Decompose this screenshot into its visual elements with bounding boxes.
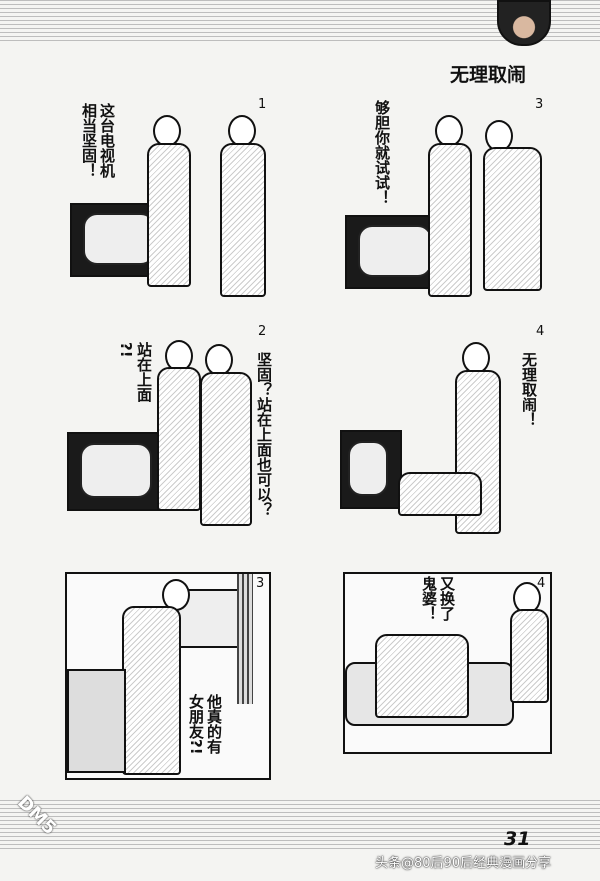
comic-panel-4: 4 无理取闹！ xyxy=(340,322,555,537)
comic-panel-4-bottom: 4 又换了 鬼婆！ xyxy=(343,572,552,754)
man-body xyxy=(147,143,191,287)
man-illustration xyxy=(153,115,181,147)
panel-number: 2 xyxy=(258,324,267,339)
speech-text: 这台电视机 相当坚固！ xyxy=(80,103,116,178)
panel-number: 3 xyxy=(535,97,544,112)
page-title: 无理取闹 xyxy=(450,64,527,86)
speech-text: 又换了 鬼婆！ xyxy=(420,576,456,621)
curtain-illustration xyxy=(237,574,253,704)
man-illustration xyxy=(435,115,463,147)
girl-illustration xyxy=(513,582,541,614)
girl-body xyxy=(510,609,549,703)
old-man-illustration xyxy=(228,115,256,147)
old-man-body xyxy=(220,143,266,297)
speech-text: 够胆你就试试！ xyxy=(373,100,391,205)
speech-text: 他真的有 女朋友?! xyxy=(187,694,223,755)
speech-text-right: 坚固？站在上面也可以？ xyxy=(255,352,273,517)
old-man-body xyxy=(200,372,252,526)
character-avatar xyxy=(497,0,551,46)
father-body xyxy=(122,606,181,775)
man-illustration xyxy=(165,340,193,372)
comic-panel-3-top: 3 够胆你就试试！ xyxy=(343,95,553,310)
father-illustration xyxy=(162,579,190,611)
fallen-old-man xyxy=(398,472,482,516)
speech-text: 无理取闹！ xyxy=(520,352,538,427)
panel-number: 1 xyxy=(258,97,267,112)
man-body xyxy=(157,367,201,511)
page-number: 31 xyxy=(504,828,531,850)
cabinet-illustration xyxy=(67,669,126,773)
footer-stripes xyxy=(0,800,600,850)
speech-text-left: 站在上面 ?! xyxy=(117,342,153,402)
man-body xyxy=(428,143,472,297)
watermark: 头条@80后90后经典漫画分享 xyxy=(375,856,552,871)
panel-number: 3 xyxy=(256,576,265,591)
couple-illustration xyxy=(375,634,469,718)
old-man-body xyxy=(483,147,542,291)
comic-panel-2: 2 站在上面 ?! 坚固？站在上面也可以？ xyxy=(65,322,280,537)
panel-number: 4 xyxy=(537,576,546,591)
panel-number: 4 xyxy=(536,324,545,339)
comic-panel-1: 1 这台电视机 相当坚固！ xyxy=(65,95,280,310)
tv-illustration xyxy=(340,430,402,509)
man-illustration xyxy=(462,342,490,374)
comic-panel-3-bottom: 3 他真的有 女朋友?! xyxy=(65,572,271,780)
